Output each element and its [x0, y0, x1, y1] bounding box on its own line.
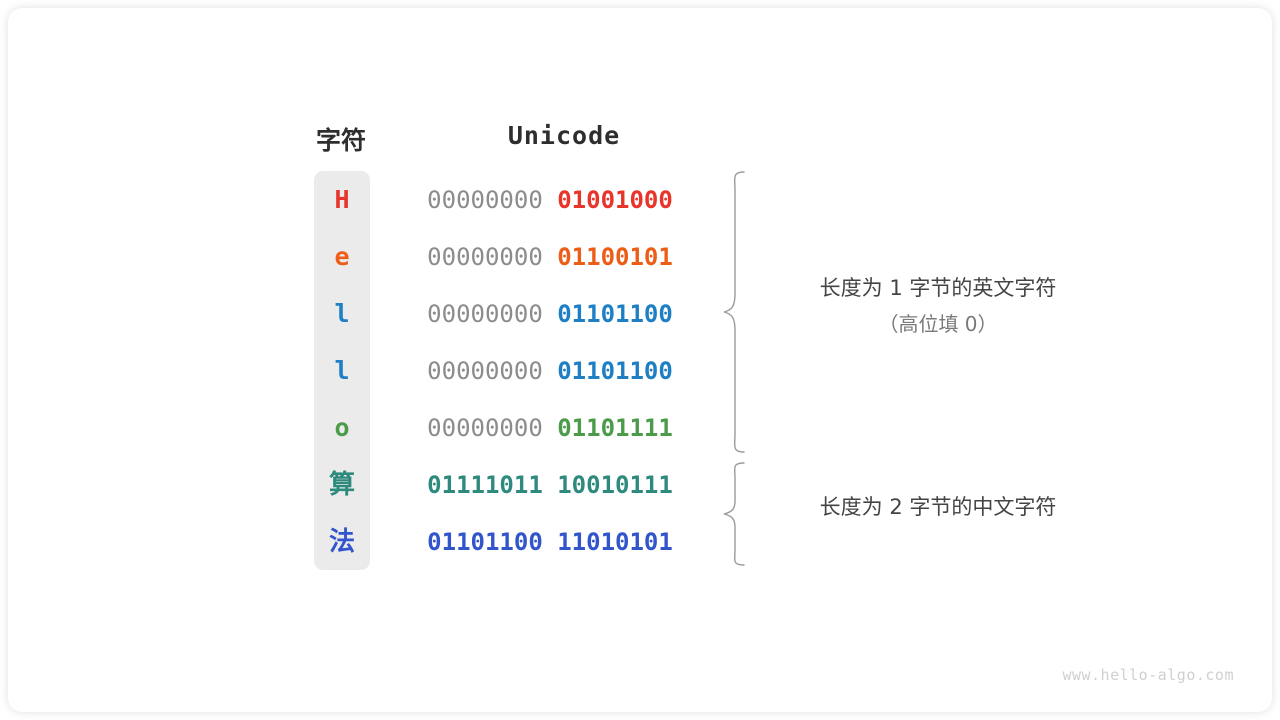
row-code-bits: 01001000: [557, 185, 673, 214]
column-header-unicode: Unicode: [507, 121, 621, 150]
encoding-row: l 00000000 01101100: [314, 285, 714, 342]
row-padding-bits: 00000000: [427, 185, 558, 214]
row-character: l: [334, 299, 350, 328]
row-padding-bits: 00000000: [427, 413, 558, 442]
encoding-row: l 00000000 01101100: [314, 342, 714, 399]
row-code-bits: 01101111: [557, 413, 673, 442]
character-column-panel: [314, 171, 370, 570]
row-binary-value: 01101100 11010101: [370, 528, 714, 556]
encoding-row: 算 01111011 10010111: [314, 456, 714, 513]
row-code-bits: 01101100: [557, 356, 673, 385]
row-padding-bits: 00000000: [427, 356, 558, 385]
annotation-ascii-line1: 长度为 1 字节的英文字符: [819, 276, 1057, 300]
row-binary-value: 00000000 01101100: [370, 357, 714, 385]
annotation-ascii: 长度为 1 字节的英文字符 （高位填 0）: [768, 270, 1108, 342]
row-code-bits: 01111011 10010111: [427, 470, 673, 499]
row-code-bits: 01101100 11010101: [427, 527, 673, 556]
row-binary-value: 00000000 01001000: [370, 186, 714, 214]
encoding-row: o 00000000 01101111: [314, 399, 714, 456]
watermark: www.hello-algo.com: [1062, 666, 1234, 684]
row-binary-value: 00000000 01100101: [370, 243, 714, 271]
row-padding-bits: 00000000: [427, 299, 558, 328]
row-binary-value: 00000000 01101100: [370, 300, 714, 328]
diagram-card: 字符 Unicode H 00000000 01001000 e 00000000 0…: [8, 8, 1272, 712]
row-character: o: [334, 413, 350, 442]
annotation-ascii-line2: （高位填 0）: [878, 312, 998, 336]
row-character: 算: [328, 469, 355, 500]
row-code-bits: 01100101: [557, 242, 673, 271]
row-character: 法: [328, 526, 355, 557]
row-binary-value: 01111011 10010111: [370, 471, 714, 499]
brace-ascii-group: [723, 171, 745, 453]
column-header-character: 字符: [315, 126, 366, 155]
encoding-row: 法 01101100 11010101: [314, 513, 714, 570]
row-code-bits: 01101100: [557, 299, 673, 328]
row-binary-value: 00000000 01101111: [370, 414, 714, 442]
row-padding-bits: 00000000: [427, 242, 558, 271]
encoding-row: e 00000000 01100101: [314, 228, 714, 285]
annotation-cjk-line1: 长度为 2 字节的中文字符: [819, 495, 1057, 519]
row-character: H: [334, 185, 350, 214]
row-character: e: [334, 242, 350, 271]
brace-cjk-group: [723, 462, 745, 566]
encoding-row: H 00000000 01001000: [314, 171, 714, 228]
row-character: l: [334, 356, 350, 385]
annotation-cjk: 长度为 2 字节的中文字符: [768, 489, 1108, 525]
